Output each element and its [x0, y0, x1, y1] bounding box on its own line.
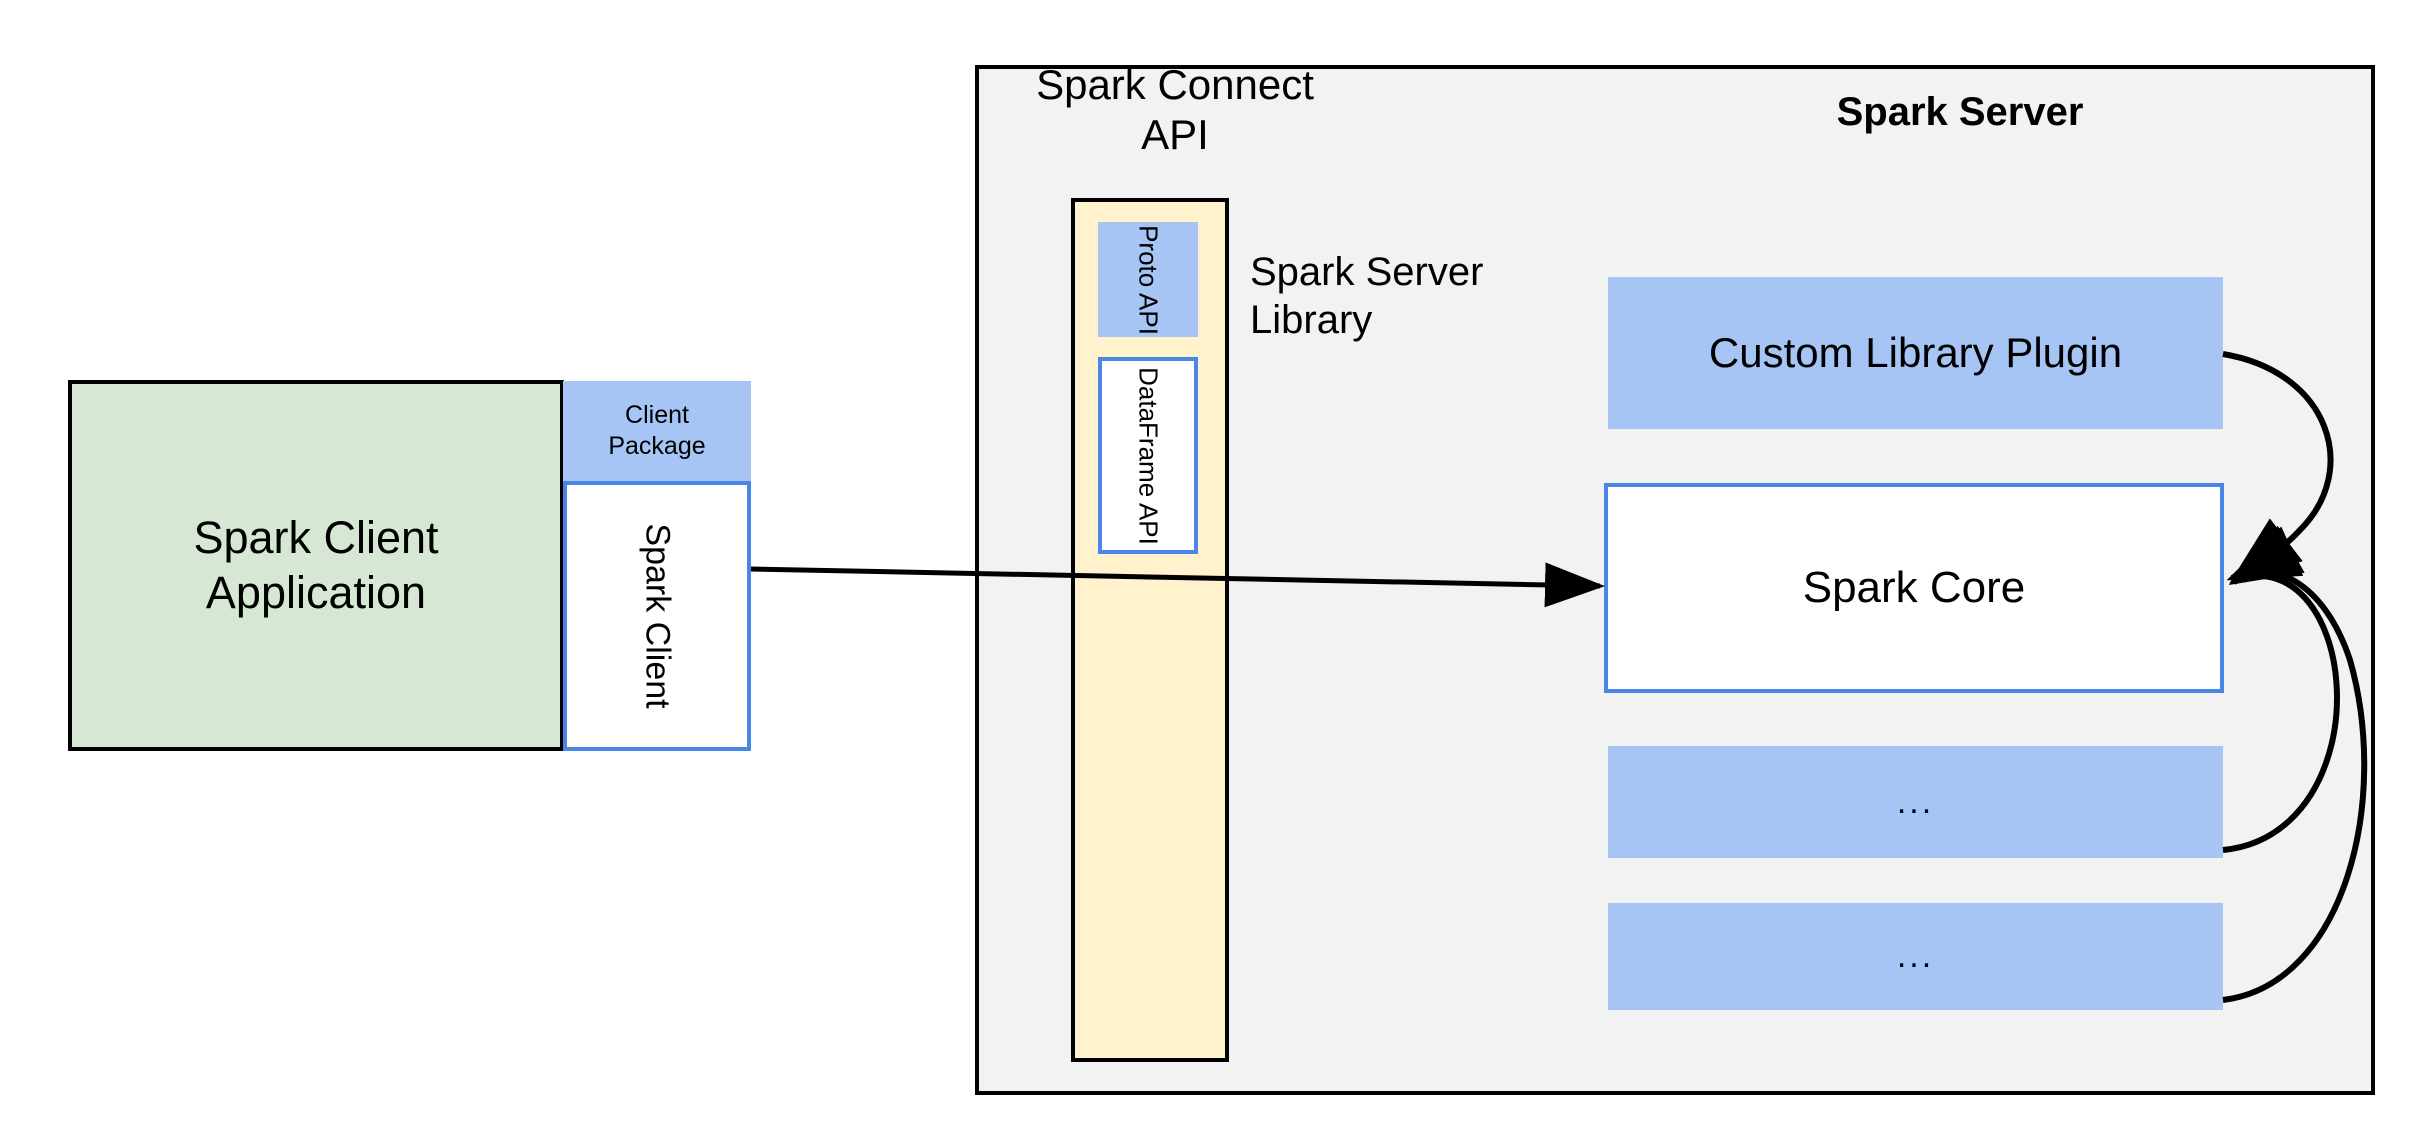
spark-server-library-line2: Library — [1250, 298, 1373, 342]
dataframe-api-box: DataFrame API — [1098, 357, 1198, 554]
spark-connect-api-line1: Spark Connect — [1036, 61, 1314, 108]
client-package-line2: Package — [608, 432, 706, 460]
client-package-line1: Client — [625, 400, 689, 429]
spark-client-application-line1: Spark Client — [193, 511, 439, 563]
spark-server-library-line1: Spark Server — [1250, 250, 1484, 294]
spark-connect-api-label: Spark Connect API — [1010, 60, 1340, 159]
spark-core-box: Spark Core — [1604, 483, 2224, 693]
placeholder-label-1: ... — [1896, 782, 1935, 821]
placeholder-component-box-1: ... — [1608, 746, 2223, 858]
spark-client-application-line2: Application — [205, 566, 427, 618]
spark-client-label: Spark Client — [638, 523, 677, 709]
proto-api-box: Proto API — [1098, 222, 1198, 337]
spark-connect-api-line2: API — [1141, 110, 1209, 158]
spark-server-library-column — [1071, 198, 1229, 1062]
spark-client-box: Spark Client — [563, 481, 751, 751]
client-package-box: Client Package — [563, 381, 751, 481]
spark-server-library-label: Spark Server Library — [1250, 248, 1580, 344]
dataframe-api-label: DataFrame API — [1133, 366, 1164, 545]
spark-core-label: Spark Core — [1802, 563, 2026, 612]
custom-library-plugin-box: Custom Library Plugin — [1608, 277, 2223, 429]
placeholder-label-2: ... — [1896, 937, 1935, 975]
proto-api-label: Proto API — [1133, 224, 1164, 335]
custom-library-plugin-label: Custom Library Plugin — [1708, 329, 2123, 376]
spark-server-title: Spark Server — [1836, 90, 2084, 134]
spark-client-application-box: Spark Client Application — [68, 380, 564, 751]
placeholder-component-box-2: ... — [1608, 903, 2223, 1010]
